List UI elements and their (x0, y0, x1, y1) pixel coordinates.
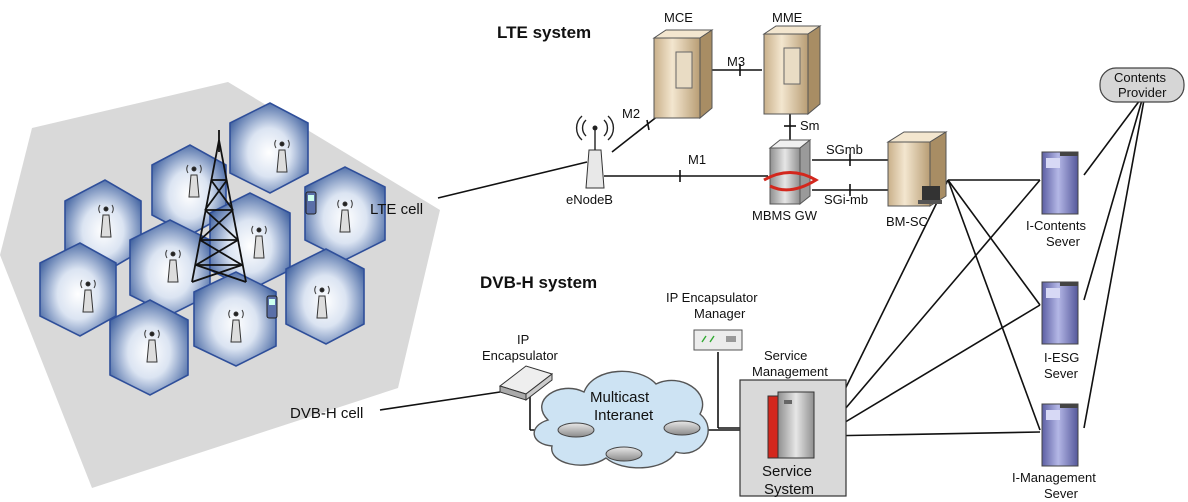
multicast-label-2: Interanet (594, 407, 654, 424)
i-management-label-1: I-Management (1012, 470, 1096, 485)
antenna-icon (251, 225, 267, 259)
hex-cells (39, 102, 386, 396)
mce-label: MCE (664, 10, 693, 25)
antenna-icon (274, 139, 290, 173)
ip-encapsulator-icon (498, 365, 554, 402)
service-system-server-icon (767, 391, 815, 459)
i-contents-server-icon (1041, 151, 1079, 215)
i-esg-label-2: Sever (1044, 366, 1079, 381)
hex-cell (39, 242, 117, 337)
i-esg-server-icon (1041, 281, 1079, 345)
cell-antennas (80, 139, 353, 363)
antenna-icon (186, 164, 202, 198)
i-management-server-icon (1041, 403, 1079, 467)
enodeb-label: eNodeB (566, 192, 613, 207)
bm-sc-server-icon (886, 131, 948, 207)
interface-sm-label: Sm (800, 118, 820, 133)
ip-encapsulator-label-2: Encapsulator (482, 348, 559, 363)
interface-m2-label: M2 (622, 106, 640, 121)
service-system-label-2: System (764, 481, 814, 498)
router-disk-icon (605, 446, 643, 462)
i-contents-label-2: Sever (1046, 234, 1081, 249)
i-contents-label-1: I-Contents (1026, 218, 1086, 233)
mbms-gw-icon (763, 138, 819, 206)
hex-cell (193, 271, 277, 367)
coverage-area (0, 82, 440, 488)
contents-provider-label-2: Provider (1118, 85, 1167, 100)
multicast-label-1: Multicast (590, 389, 650, 406)
contents-provider-icon (1099, 67, 1185, 103)
antenna-icon (228, 309, 244, 343)
bm-sc-label: BM-SC (886, 214, 928, 229)
interface-m1-label: M1 (688, 152, 706, 167)
service-management-label-1: Service (764, 348, 807, 363)
contents-provider-label-1: Contents (1114, 70, 1167, 85)
mobile-phone-icon (266, 295, 278, 319)
mme-server-icon (762, 25, 822, 116)
lte-cell-label: LTE cell (370, 201, 423, 218)
router-disk-icon (663, 420, 701, 436)
enodeb-antenna-icon (575, 115, 615, 189)
service-management-label-2: Management (752, 364, 828, 379)
ip-encap-manager-label-2: Manager (694, 306, 746, 321)
service-system-label-1: Service (762, 463, 812, 480)
dvbh-system-title: DVB-H system (480, 273, 597, 292)
interface-sgmb-label: SGmb (826, 142, 863, 157)
antenna-icon (165, 249, 181, 283)
lte-system-title: LTE system (497, 23, 591, 42)
broadcast-tower-icon (191, 130, 247, 283)
antenna-icon (314, 285, 330, 319)
antenna-icon (144, 329, 160, 363)
mce-server-icon (652, 29, 714, 120)
mbms-gw-label: MBMS GW (752, 208, 818, 223)
multicast-cloud-icon (533, 370, 709, 469)
antenna-icon (98, 204, 114, 238)
hex-cell (209, 192, 291, 291)
interface-sgimb-label: SGi-mb (824, 192, 868, 207)
dvbh-cell-label: DVB-H cell (290, 405, 363, 422)
mobile-phone-icon (305, 191, 317, 215)
ip-encap-manager-label-1: IP Encapsulator (666, 290, 758, 305)
interface-m3-label: M3 (727, 54, 745, 69)
ip-encapsulator-manager-icon (693, 329, 743, 351)
hex-cell (229, 102, 309, 194)
router-disk-icon (557, 422, 595, 438)
i-management-label-2: Sever (1044, 486, 1079, 501)
antenna-icon (80, 279, 96, 313)
antenna-icon (337, 199, 353, 233)
ip-encapsulator-label-1: IP (517, 332, 529, 347)
i-esg-label-1: I-ESG (1044, 350, 1079, 365)
mme-label: MME (772, 10, 803, 25)
